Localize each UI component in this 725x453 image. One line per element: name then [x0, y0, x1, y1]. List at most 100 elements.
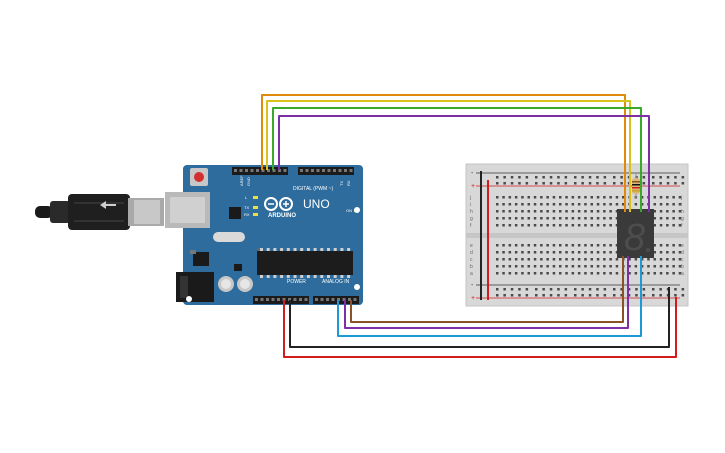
- brand-label: ARDUINO: [268, 213, 296, 219]
- rx-led-label: RX: [244, 212, 250, 217]
- seven-segment-display[interactable]: 8: [617, 209, 654, 259]
- wire-yellow[interactable]: [266, 100, 631, 212]
- header-pin[interactable]: [353, 298, 357, 301]
- voltage-regulator: [193, 252, 209, 266]
- wire-black[interactable]: [289, 287, 670, 348]
- l-led-label: L: [245, 195, 248, 200]
- header-pin[interactable]: [304, 298, 308, 301]
- header-pin[interactable]: [234, 169, 237, 172]
- header-pin[interactable]: [311, 169, 314, 172]
- header-pin[interactable]: [300, 169, 303, 172]
- row-letter: e: [470, 243, 473, 249]
- header-pin[interactable]: [333, 169, 336, 172]
- header-pin[interactable]: [315, 298, 318, 301]
- tx-led: [253, 206, 258, 209]
- display-digit: 8: [624, 217, 645, 259]
- center-channel: [466, 233, 688, 238]
- header-pin[interactable]: [267, 169, 270, 172]
- row-letter: c: [681, 257, 684, 263]
- resistor[interactable]: [632, 174, 640, 198]
- usb-symbol-icon: [100, 201, 116, 209]
- row-letter: f: [470, 223, 472, 229]
- header-pin[interactable]: [299, 298, 302, 301]
- row-letter: a: [470, 271, 473, 277]
- wire-green[interactable]: [272, 107, 642, 212]
- row-letter: g: [681, 216, 684, 222]
- svg-text:TX: TX: [339, 181, 344, 186]
- header-pin[interactable]: [277, 298, 280, 301]
- header-pin[interactable]: [316, 169, 320, 172]
- row-letter: g: [470, 216, 473, 222]
- svg-text:GND: GND: [246, 177, 251, 186]
- header-pin[interactable]: [266, 298, 269, 301]
- row-letter: b: [470, 264, 473, 270]
- header-pin[interactable]: [305, 169, 309, 172]
- svg-text:AREF: AREF: [239, 175, 244, 186]
- header-pin[interactable]: [255, 298, 258, 301]
- row-letter: c: [470, 257, 473, 263]
- wire-orange[interactable]: [261, 94, 626, 212]
- row-letter: i: [681, 202, 682, 208]
- row-letter: j: [680, 195, 682, 201]
- analog-label: ANALOG IN: [322, 279, 350, 285]
- row-letter: f: [681, 223, 683, 229]
- header-pin[interactable]: [293, 298, 297, 301]
- header-pin[interactable]: [322, 169, 325, 172]
- row-letter: d: [470, 250, 473, 256]
- arduino-uno-board[interactable]: AREF GND TX RX DIGITAL (PWM ~) ARDUINO U…: [165, 165, 363, 305]
- wire-blue[interactable]: [337, 256, 642, 337]
- header-pin[interactable]: [283, 169, 287, 172]
- header-pin[interactable]: [288, 298, 291, 301]
- wire-red[interactable]: [283, 297, 677, 358]
- usb-cable[interactable]: [35, 194, 164, 230]
- header-pin[interactable]: [342, 298, 346, 301]
- arduino-logo-icon: [264, 197, 293, 211]
- power-label: POWER: [287, 279, 306, 285]
- rail-plus-label-bottom: +: [471, 295, 475, 302]
- wire-purple-2[interactable]: [344, 256, 629, 329]
- row-letter: b: [681, 264, 684, 270]
- digital-header-left: [232, 167, 288, 175]
- header-pin[interactable]: [278, 169, 281, 172]
- row-letter: e: [681, 243, 684, 249]
- tx-led-label: TX: [244, 205, 249, 210]
- header-pin[interactable]: [261, 169, 265, 172]
- atmega-chip: [257, 251, 353, 275]
- decimal-point: [646, 248, 650, 252]
- row-letter: h: [681, 209, 684, 215]
- wire-purple[interactable]: [278, 115, 650, 212]
- header-pin[interactable]: [320, 298, 324, 301]
- digital-label: DIGITAL (PWM ~): [293, 186, 333, 192]
- header-pin[interactable]: [271, 298, 275, 301]
- rx-led: [253, 213, 258, 216]
- header-pin[interactable]: [338, 169, 342, 172]
- row-letter: i: [470, 202, 471, 208]
- svg-text:RX: RX: [346, 180, 351, 186]
- l-led: [253, 196, 258, 199]
- header-pin[interactable]: [260, 298, 264, 301]
- header-pin[interactable]: [256, 169, 259, 172]
- header-pin[interactable]: [250, 169, 254, 172]
- crystal: [213, 232, 245, 242]
- header-pin[interactable]: [331, 298, 335, 301]
- row-letter: j: [469, 195, 471, 201]
- header-pin[interactable]: [344, 169, 347, 172]
- header-pin[interactable]: [272, 169, 276, 172]
- header-pin[interactable]: [245, 169, 248, 172]
- header-pin[interactable]: [327, 169, 331, 172]
- wire-brown[interactable]: [350, 256, 624, 323]
- header-pin[interactable]: [337, 298, 340, 301]
- power-header: [253, 296, 309, 304]
- header-pin[interactable]: [326, 298, 329, 301]
- rail-minus-label-top: -: [471, 170, 474, 177]
- header-pin[interactable]: [282, 298, 286, 301]
- header-pin[interactable]: [349, 169, 353, 172]
- header-pin[interactable]: [348, 298, 351, 301]
- row-letter: a: [681, 271, 684, 277]
- digital-header-right: [298, 167, 354, 175]
- rail-plus-label-top: +: [471, 183, 475, 190]
- row-letter: h: [470, 209, 473, 215]
- header-pin[interactable]: [239, 169, 243, 172]
